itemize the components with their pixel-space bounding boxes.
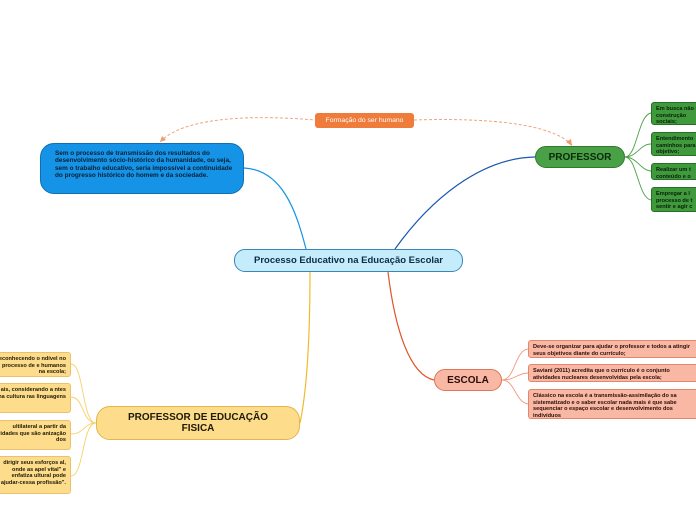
escola-item-3[interactable]: Clássico na escola é a transmissão-assim… bbox=[528, 389, 696, 419]
professor-item-2[interactable]: Entendimento caminhos para objetivo; bbox=[651, 132, 696, 156]
escola-item-1[interactable]: Deve-se organizar para ajudar o professo… bbox=[528, 340, 696, 358]
professor-item-1[interactable]: Em busca não na construção sociais; bbox=[651, 102, 696, 125]
escola-item-2-lead: Saviani bbox=[533, 368, 553, 374]
relationship-arrowhead-left bbox=[160, 136, 166, 142]
escola-item-2[interactable]: Saviani (2011) acredita que o currículo … bbox=[528, 364, 696, 382]
relationship-arrowhead-right bbox=[566, 139, 572, 146]
escola-item-1-lead: Deve- bbox=[533, 344, 549, 350]
escola-item-1-text: se organizar para ajudar o professor e t… bbox=[533, 344, 690, 357]
relationship-line-right bbox=[413, 119, 573, 146]
professor-ef-item-4[interactable]: dirigir seus esforços al, onde as apel v… bbox=[0, 456, 71, 494]
relationship-line bbox=[159, 117, 316, 143]
professor-ef-item-3[interactable]: ultilateral a partir da cidades que são … bbox=[0, 420, 71, 450]
branch-escola[interactable]: ESCOLA bbox=[434, 369, 502, 391]
escola-item-2-text: (2011) acredita que o currículo é o conj… bbox=[533, 368, 670, 381]
professor-ef-item-2[interactable]: ais, considerando a ntes na cultura ras … bbox=[0, 383, 71, 413]
escola-item-3-text: o na escola é a transmissão-assimilação … bbox=[533, 393, 677, 419]
connector-center-to-escola bbox=[387, 271, 435, 381]
connector-center-to-note bbox=[243, 167, 307, 250]
professor-item-3[interactable]: Realizar um t conteúdo e o bbox=[651, 163, 696, 180]
relationship-label[interactable]: Formação do ser humano bbox=[315, 113, 414, 128]
note-transmission[interactable]: Sem o processo de transmissão dos result… bbox=[40, 143, 244, 194]
escola-item-3-lead: Clássic bbox=[533, 393, 553, 399]
connector-center-to-professor bbox=[394, 156, 536, 250]
professor-item-4[interactable]: Empregar a l processo de t sentir e agir… bbox=[651, 187, 696, 212]
central-topic[interactable]: Processo Educativo na Educação Escolar bbox=[234, 249, 463, 272]
professor-ef-item-1[interactable]: reconhecendo o ndível no processo de e h… bbox=[0, 352, 71, 377]
connector-center-to-professor-ef bbox=[299, 271, 311, 424]
branch-professor-ef[interactable]: PROFESSOR DE EDUCAÇÃO FISICA bbox=[96, 406, 300, 440]
branch-professor[interactable]: PROFESSOR bbox=[535, 146, 625, 168]
